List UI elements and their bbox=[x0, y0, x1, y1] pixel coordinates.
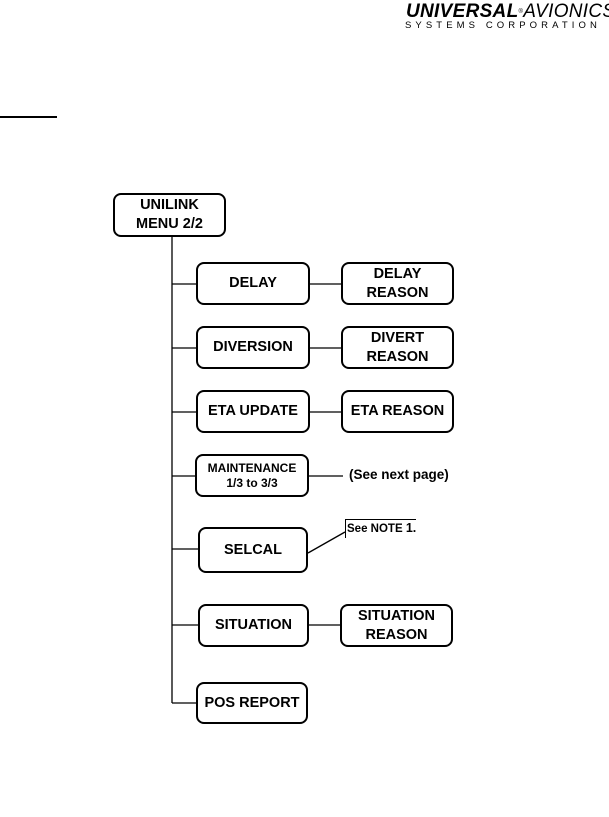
note-period-text: . bbox=[413, 521, 416, 535]
note-word-text: NOTE bbox=[371, 523, 403, 535]
divert-reason-box: DIVERT REASON bbox=[341, 326, 454, 369]
diversion-box: DIVERSION bbox=[196, 326, 310, 369]
delay-box: DELAY bbox=[196, 262, 310, 305]
unilink-menu-root-box: UNILINK MENU 2/2 bbox=[113, 193, 226, 237]
link-line-selcal-note bbox=[308, 532, 345, 553]
eta-update-box: ETA UPDATE bbox=[196, 390, 310, 433]
selcal-box: SELCAL bbox=[198, 527, 308, 573]
situation-box: SITUATION bbox=[198, 604, 309, 647]
pos-report-box: POS REPORT bbox=[196, 682, 308, 724]
delay-reason-box: DELAY REASON bbox=[341, 262, 454, 305]
situation-reason-box: SITUATION REASON bbox=[340, 604, 453, 647]
note-number-text: 1 bbox=[406, 521, 413, 535]
see-next-page-note: (See next page) bbox=[349, 467, 449, 482]
maintenance-box: MAINTENANCE 1/3 to 3/3 bbox=[195, 454, 309, 497]
note-see-text: See bbox=[347, 523, 367, 535]
see-note-label: See NOTE 1. bbox=[345, 519, 416, 538]
eta-reason-box: ETA REASON bbox=[341, 390, 454, 433]
